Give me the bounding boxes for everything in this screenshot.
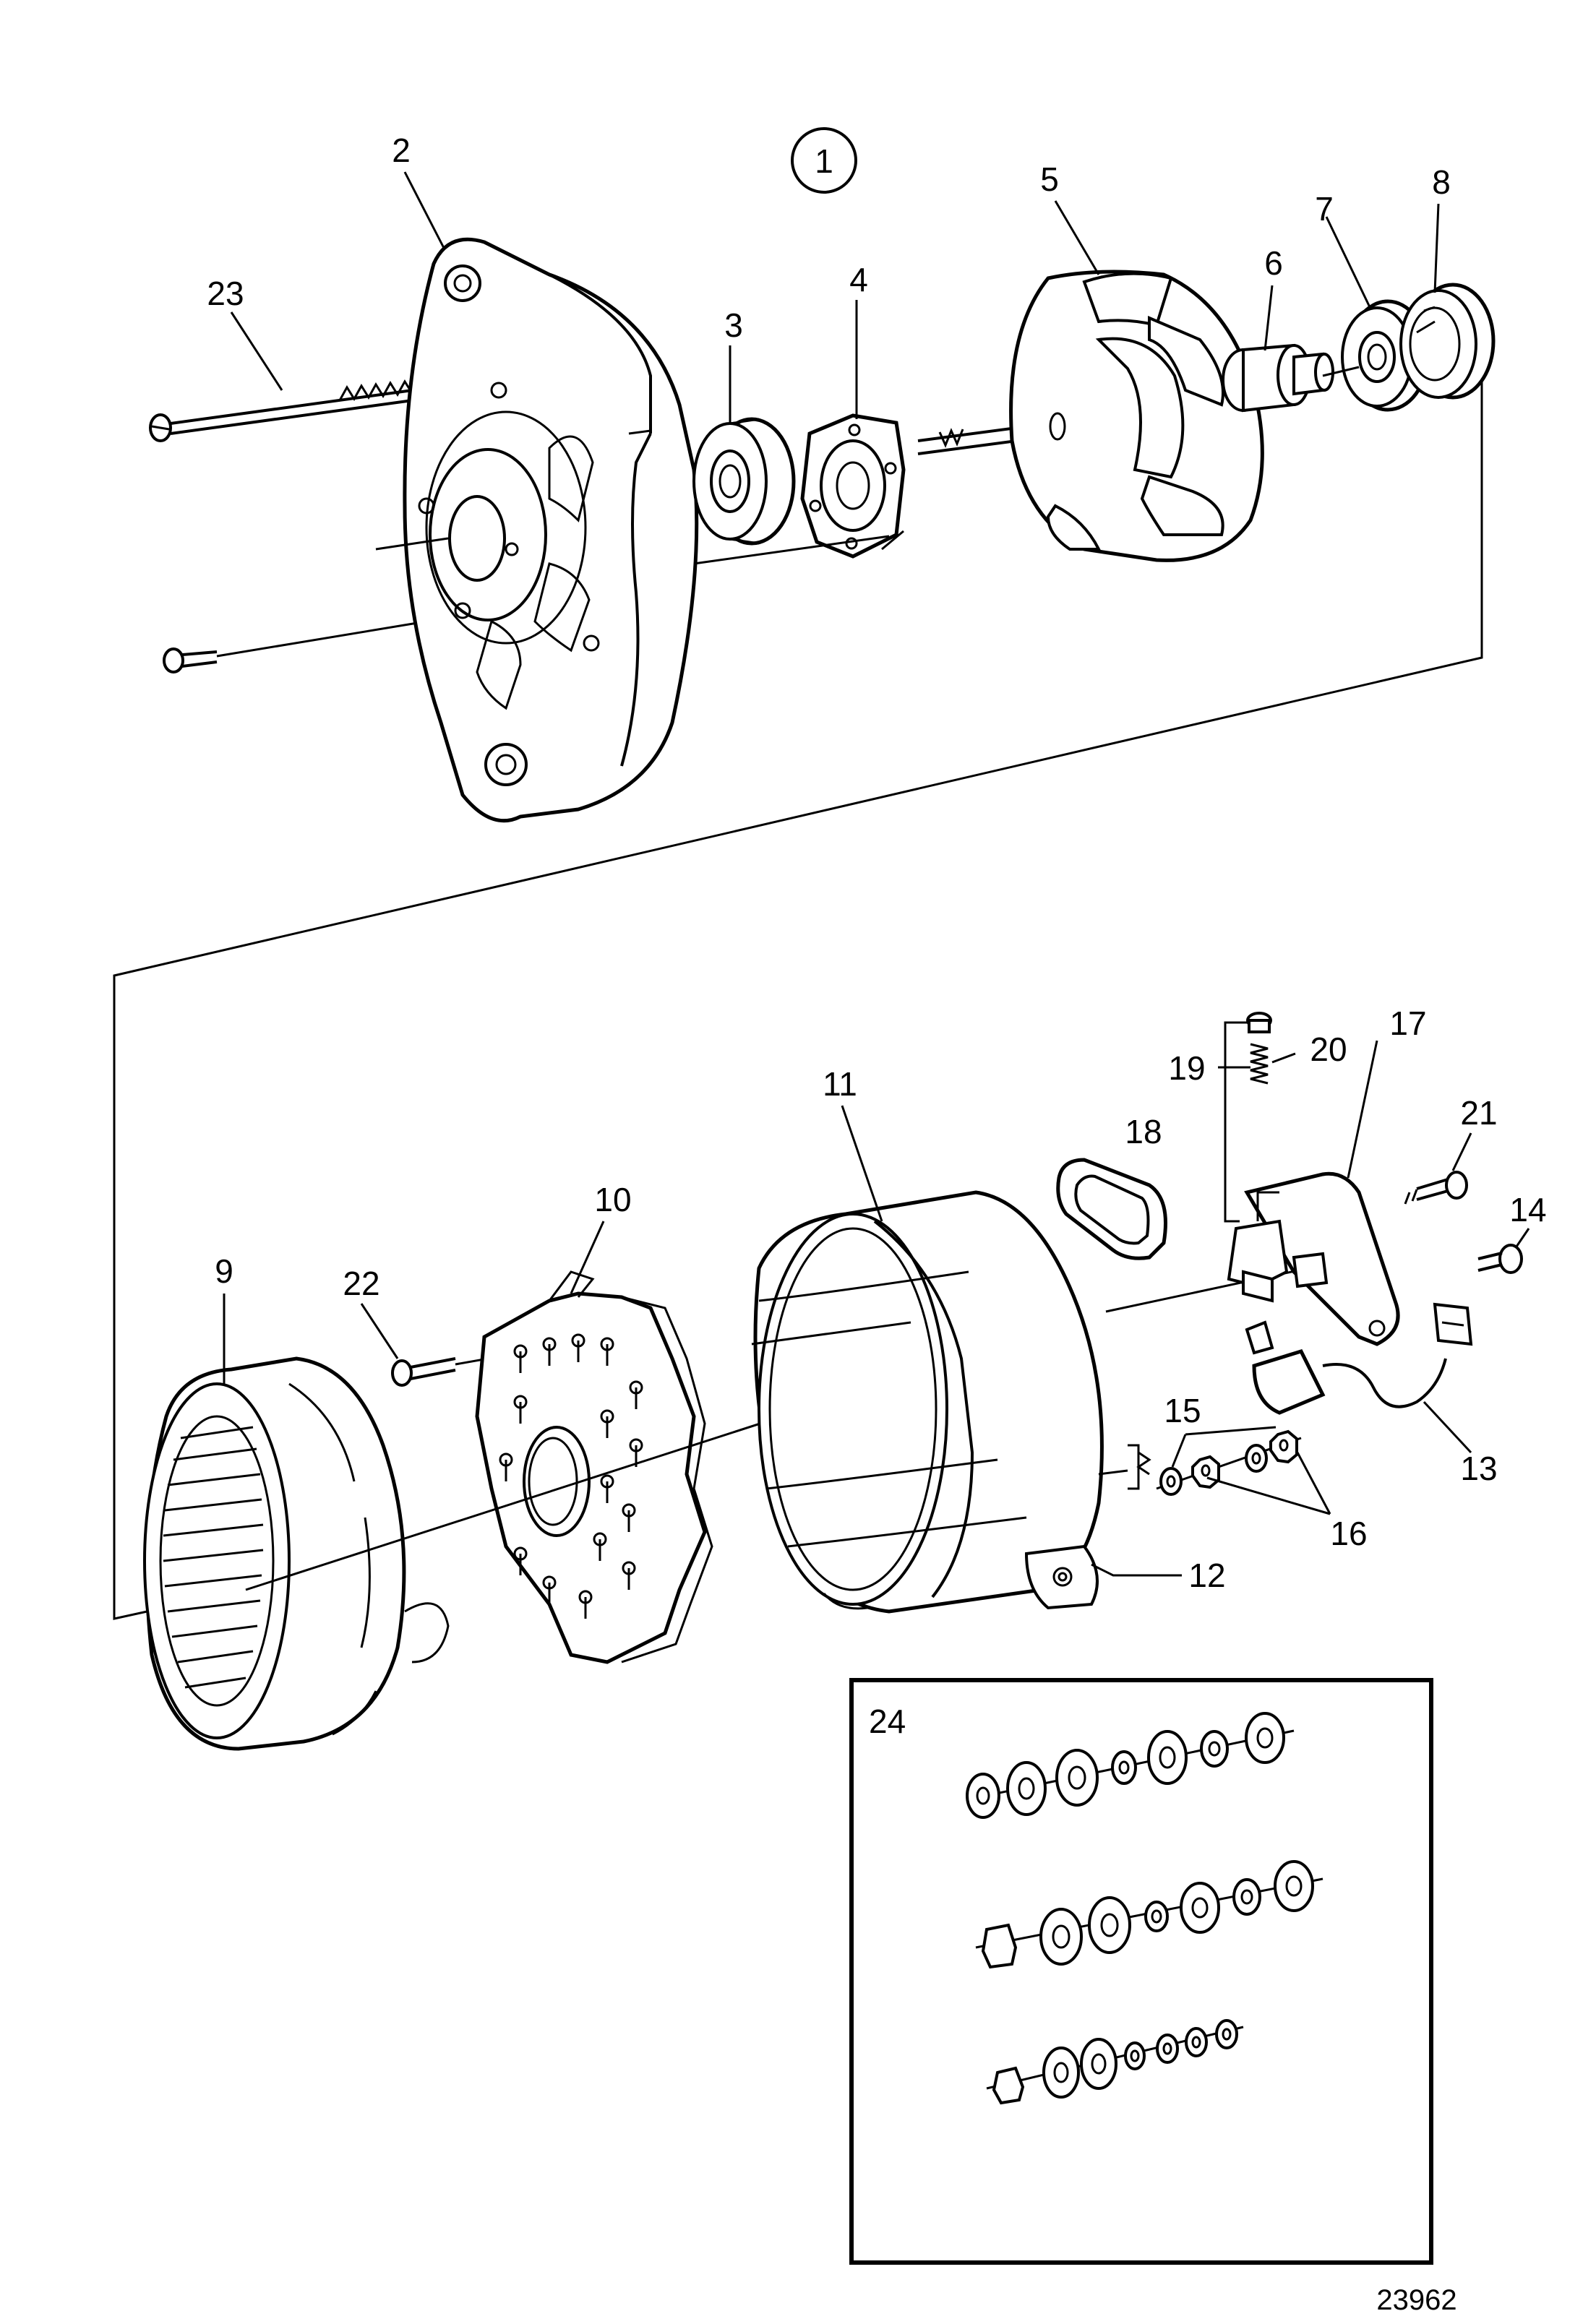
part-14-screw [1477,1244,1523,1274]
callout-5: 5 [1040,160,1059,198]
group-number: 1 [815,142,833,180]
callout-19: 19 [1168,1049,1205,1087]
callout-labels: 2 3 4 5 6 7 8 9 10 11 12 13 14 15 16 17 … [207,132,1546,1594]
part-3-bearing [692,417,796,546]
callout-21: 21 [1460,1094,1497,1132]
callout-14: 14 [1509,1191,1546,1228]
callout-20: 20 [1310,1030,1347,1068]
part-6-slip-ring [1222,343,1334,413]
part-10-rectifier-plate [475,1270,713,1664]
part-9-stator [143,1356,450,1751]
callout-23: 23 [207,275,244,312]
part-12-lug-bracket [1128,1444,1151,1490]
part-2-end-bracket [375,237,699,823]
part-18-gasket [1056,1158,1167,1260]
callout-22: 22 [343,1265,379,1302]
part-4-retainer-plate [800,413,906,559]
callout-8: 8 [1432,163,1451,201]
callout-10: 10 [594,1181,631,1218]
callout-11: 11 [823,1065,857,1103]
callout-7: 7 [1315,190,1334,228]
part-5-rotor [917,270,1273,562]
part-20-spring [1246,1012,1272,1085]
kit-box-24: 24 [849,1678,1433,2265]
part-8-bearing-cap [1399,283,1496,400]
callout-17: 17 [1389,1004,1426,1042]
callout-12: 12 [1188,1557,1225,1594]
callout-15: 15 [1164,1392,1201,1429]
callout-16: 16 [1330,1515,1367,1552]
callout-13: 13 [1460,1450,1497,1487]
leader-lines [223,171,1530,1577]
callout-4: 4 [849,261,868,298]
part-11-housing [751,1190,1360,1614]
callout-9: 9 [215,1252,233,1290]
part-17-regulator [1227,1171,1400,1346]
reference-number: 23962 [1376,2284,1456,2316]
part-19-brush-bracket [1224,1021,1250,1223]
callout-18: 18 [1125,1113,1162,1150]
part-23-through-bolt [149,379,434,442]
part-21-screw [1404,1171,1468,1205]
callout-3: 3 [724,306,743,344]
part-13-capacitor [1245,1302,1473,1415]
callout-6: 6 [1264,244,1283,282]
callout-2: 2 [392,132,411,169]
kit-box-label: 24 [869,1703,906,1740]
group-marker: 1 [791,127,857,194]
